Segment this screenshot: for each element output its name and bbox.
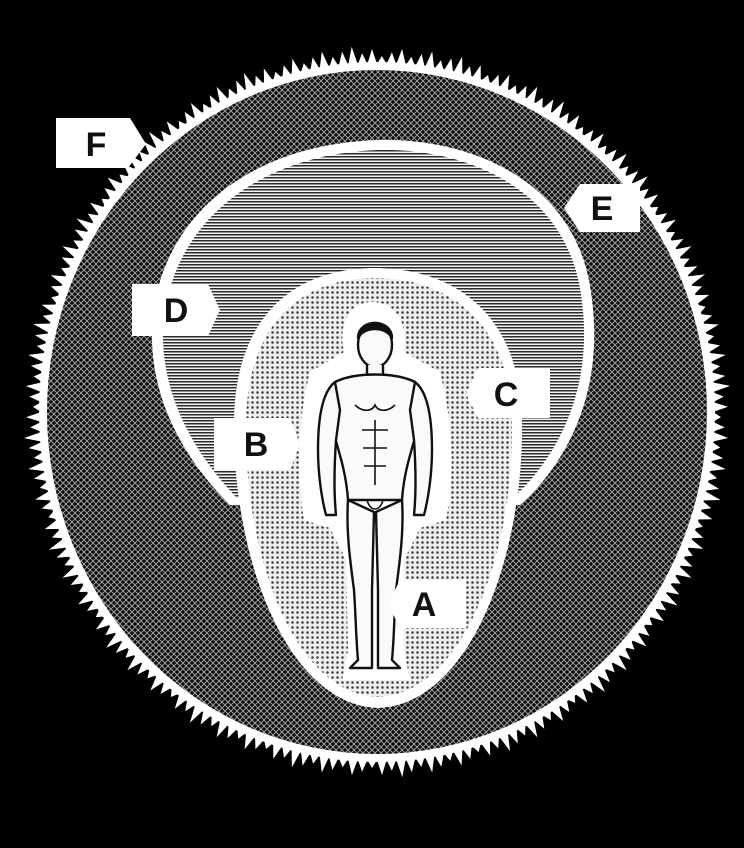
- label-c: C: [466, 368, 550, 418]
- label-b: B: [214, 418, 300, 470]
- label-d-text: D: [164, 292, 189, 330]
- label-b-text: B: [244, 426, 269, 464]
- label-a-text: A: [412, 586, 437, 624]
- label-e: E: [564, 184, 640, 232]
- label-f-text: F: [86, 126, 107, 164]
- label-e-text: E: [591, 190, 614, 228]
- label-f: F: [56, 118, 146, 168]
- label-d: D: [132, 284, 220, 336]
- label-a: A: [388, 580, 466, 628]
- label-c-text: C: [494, 376, 519, 414]
